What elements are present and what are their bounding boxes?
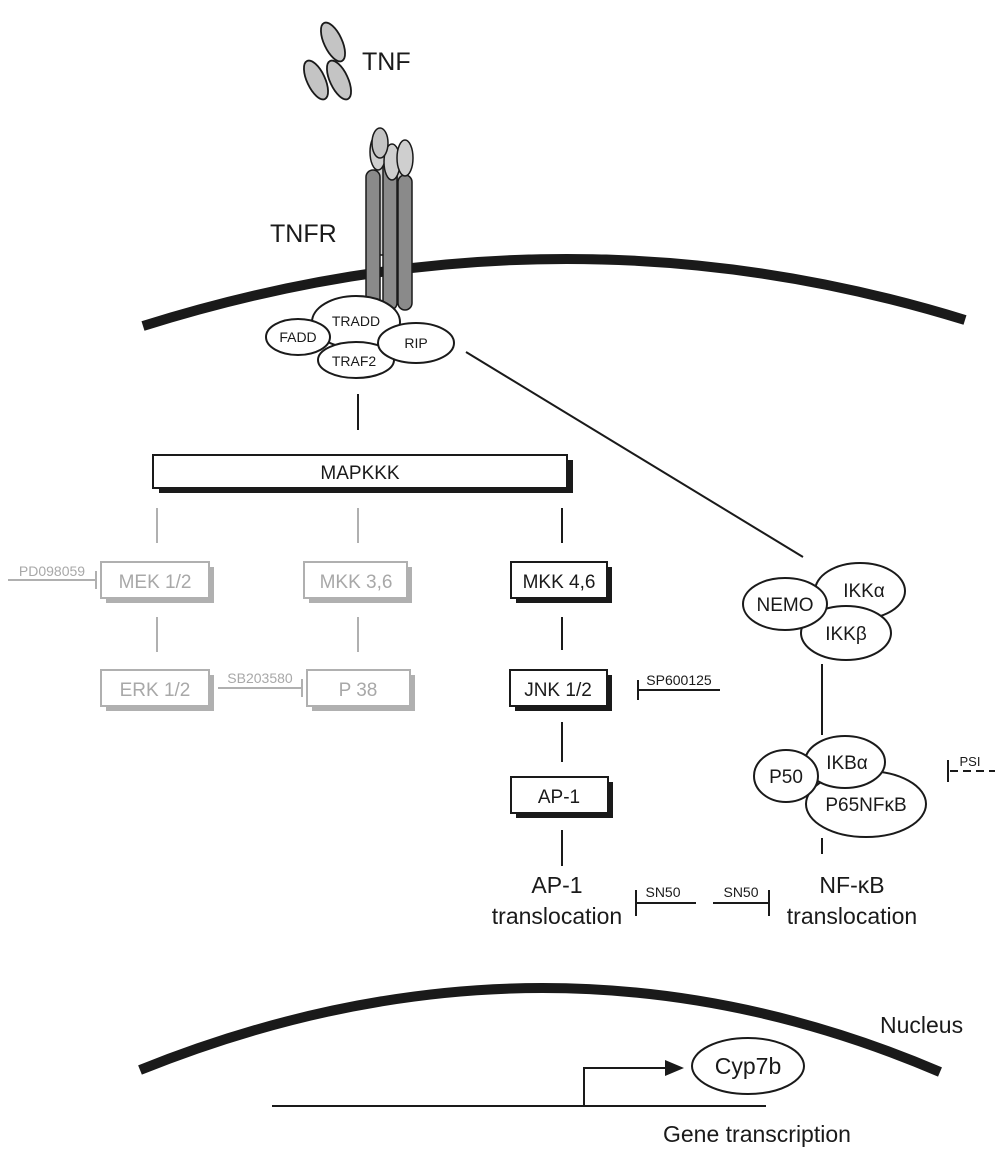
mkk46-label: MKK 4,6 [523,572,596,593]
rip-to-ikk-line [465,351,804,558]
ap1-box [510,776,613,818]
nemo-label: NEMO [757,595,814,616]
nfkb-sn50-label: SN50 [723,884,758,900]
nucleus-label: Nucleus [880,1012,963,1038]
ap1-sn50-inhibition [635,890,696,916]
nfkb-sn50-inhibition [713,890,770,916]
gene-transcription-label: Gene transcription [663,1121,851,1147]
p38-box [306,669,415,711]
jnk-label: JNK 1/2 [524,680,592,701]
fadd-node [265,318,331,356]
ikk-beta-node [800,605,892,661]
nuclear-membrane [138,983,942,1077]
tradd-label: TRADD [332,313,380,329]
traf2-label: TRAF2 [332,353,377,369]
mapkkk-label: MAPKKK [320,463,400,484]
tnfr-receptor [365,127,414,311]
gene-transcription-arrow [272,1060,766,1107]
tnf-bound [371,127,389,159]
adaptor-complex [265,295,455,379]
psi-label: PSI [960,754,981,769]
ikk-complex [742,562,906,661]
ap1-translocation-line2: translocation [492,903,622,929]
mkk36-box [303,561,412,603]
arrowhead-icon [665,1060,684,1076]
tnfr-label: TNFR [270,220,337,248]
ikk-beta-label: IKKβ [825,624,867,645]
p38-label: P 38 [339,680,378,701]
nfkb-complex [753,735,927,838]
ap1-translocation-line1: AP-1 [531,872,582,898]
ap1-label: AP-1 [538,787,580,808]
rip-label: RIP [404,335,427,351]
psi-inhibition [947,760,995,782]
p65-label: P65NFκB [825,795,906,816]
pd098059-inhibition [8,571,97,589]
mkk46-box [510,561,612,603]
cell-membrane [141,254,967,331]
mapkkk-box [152,454,573,493]
nemo-node [742,577,828,631]
nfkb-translocation-line1: NF-κB [819,872,884,898]
mek-label: MEK 1/2 [119,572,192,593]
p50-node [753,749,819,803]
erk-label: ERK 1/2 [120,680,191,701]
tnf-molecule-1 [320,21,346,63]
tnf-label: TNF [362,48,411,76]
mkk36-label: MKK 3,6 [320,572,393,593]
sp600125-inhibition [637,680,720,700]
sb203580-label: SB203580 [227,670,293,686]
pd098059-label: PD098059 [19,563,85,579]
ikk-alpha-label: IKKα [843,581,885,602]
ap1-sn50-label: SN50 [645,884,680,900]
ikb-alpha-label: IKBα [826,753,868,774]
p50-label: P50 [769,767,803,788]
nfkb-translocation-line2: translocation [787,903,917,929]
cyp7b-node [691,1037,805,1095]
jnk-box [509,669,612,711]
sp600125-label: SP600125 [646,672,712,688]
mek-box [100,561,214,603]
fadd-label: FADD [279,329,316,345]
tnf-ligand [303,21,352,101]
tnf-molecule-2 [303,59,329,101]
tnf-molecule-3 [326,59,352,101]
cyp7b-label: Cyp7b [715,1053,781,1079]
erk-box [100,669,214,711]
sb203580-inhibition [218,679,303,697]
rip-node [377,322,455,364]
